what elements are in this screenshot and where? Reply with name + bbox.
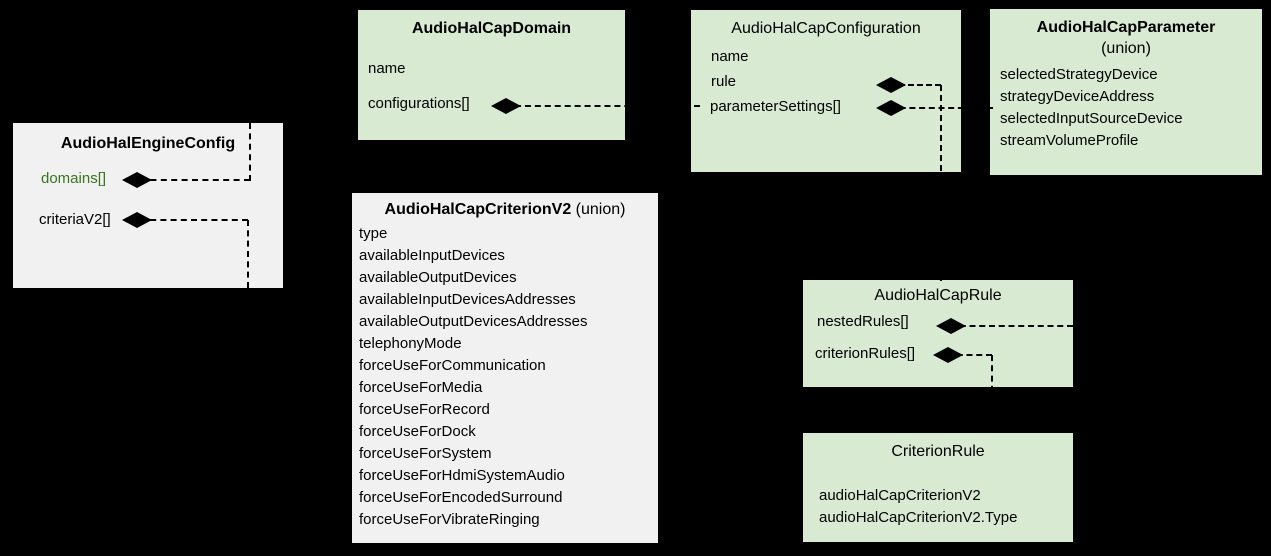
class-subtitle-union: (union) [1101,40,1151,57]
field-name: name [711,48,749,65]
connector-parameter-settings-horizontal [890,107,993,109]
composition-diamond-icon-parameter-settings [876,100,906,116]
class-box-audio-hal-cap-parameter: AudioHalCapParameter (union) selectedStr… [990,9,1262,175]
class-title-union-suffix: (union) [571,201,626,218]
composition-diamond-icon-domains [122,172,152,188]
class-title: AudioHalCapRule [874,287,1002,304]
connector-criterion-rules-horizontal [947,354,992,356]
field-strategy-device-address: strategyDeviceAddress [1000,88,1155,105]
connector-criterion-rules-vertical [991,355,993,433]
connector-domains-vertical [249,123,251,181]
class-title: AudioHalCapCriterionV2 (union) [352,201,658,219]
connector-configurations-horizontal [505,105,700,107]
connector-criteria-v2-vertical [247,220,249,288]
composition-diamond-icon-configurations [491,98,521,114]
class-title: AudioHalCapParameter [1036,19,1216,36]
field-force-use-for-hdmi-system-audio: forceUseForHdmiSystemAudio [359,467,565,484]
class-box-audio-hal-cap-domain: AudioHalCapDomain name configurations[] [358,10,625,140]
composition-diamond-icon-nested-rules [936,318,966,334]
class-box-audio-hal-engine-config: AudioHalEngineConfig domains[] criteriaV… [13,123,283,288]
field-list: audioHalCapCriterionV2 audioHalCapCriter… [819,485,1017,529]
composition-diamond-icon-criteria-v2 [122,212,152,228]
class-box-audio-hal-cap-rule: AudioHalCapRule nestedRules[] criterionR… [803,280,1073,387]
field-stream-volume-profile: streamVolumeProfile [1000,132,1139,149]
field-available-input-devices-addresses: availableInputDevicesAddresses [359,291,576,308]
connector-criteria-v2-horizontal [140,219,248,221]
field-force-use-for-system: forceUseForSystem [359,445,492,462]
field-name: name [368,60,406,77]
field-force-use-for-communication: forceUseForCommunication [359,357,546,374]
class-title: AudioHalEngineConfig [60,135,236,152]
field-configurations: configurations[] [368,95,470,112]
field-domains: domains[] [41,170,107,187]
composition-diamond-icon-criterion-rules [933,347,963,363]
field-list: type availableInputDevices availableOutp… [359,223,587,531]
connector-domains-horizontal [140,179,250,181]
field-selected-strategy-device: selectedStrategyDevice [1000,66,1158,83]
field-force-use-for-vibrate-ringing: forceUseForVibrateRinging [359,511,540,528]
field-force-use-for-encoded-surround: forceUseForEncodedSurround [359,489,563,506]
field-audio-hal-cap-criterion-v2-type: audioHalCapCriterionV2.Type [819,509,1018,526]
class-title: CriterionRule [891,443,985,460]
class-box-audio-hal-cap-criterion-v2: AudioHalCapCriterionV2 (union) type avai… [352,193,658,543]
field-parameter-settings: parameterSettings[] [710,98,841,115]
field-list: selectedStrategyDevice strategyDeviceAdd… [1000,64,1183,152]
class-title-name: AudioHalCapCriterionV2 [384,201,572,218]
connector-rule-vertical [940,85,942,281]
field-type: type [359,225,388,242]
class-box-audio-hal-cap-configuration: AudioHalCapConfiguration name rule param… [691,10,961,172]
field-available-input-devices: availableInputDevices [359,247,505,264]
field-nested-rules: nestedRules[] [817,313,909,330]
connector-nested-rules-horizontal [950,325,1073,327]
field-available-output-devices: availableOutputDevices [359,269,517,286]
field-force-use-for-record: forceUseForRecord [359,401,490,418]
field-force-use-for-media: forceUseForMedia [359,379,483,396]
connector-rule-horizontal [890,84,941,86]
field-criterion-rules: criterionRules[] [815,345,916,362]
field-rule: rule [711,73,737,90]
composition-diamond-icon-rule [876,77,906,93]
class-title: AudioHalCapDomain [411,20,572,37]
class-title: AudioHalCapConfiguration [731,20,921,37]
field-telephony-mode: telephonyMode [359,335,462,352]
field-selected-input-source-device: selectedInputSourceDevice [1000,110,1183,127]
field-audio-hal-cap-criterion-v2: audioHalCapCriterionV2 [819,487,981,504]
field-criteria-v2: criteriaV2[] [39,211,111,228]
field-force-use-for-dock: forceUseForDock [359,423,476,440]
class-box-criterion-rule: CriterionRule audioHalCapCriterionV2 aud… [803,433,1073,542]
field-available-output-devices-addresses: availableOutputDevicesAddresses [359,313,588,330]
